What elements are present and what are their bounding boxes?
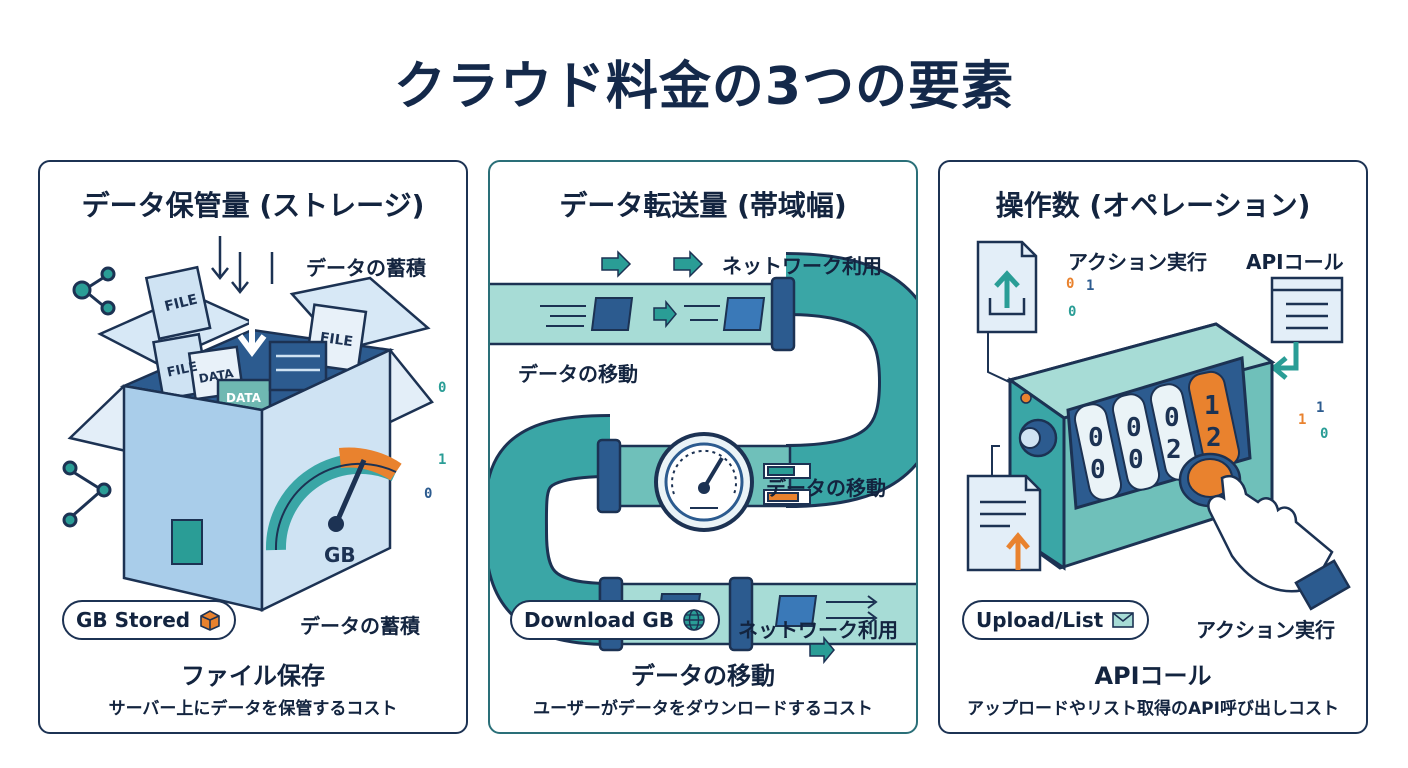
api-list-icon <box>1270 276 1344 344</box>
data-label: DATA <box>198 366 235 386</box>
storage-label-bottom: データの蓄積 <box>300 614 420 638</box>
transfer-label-top: ネットワーク利用 <box>722 254 882 278</box>
transfer-heading: データ転送量 (帯域幅) <box>559 189 847 222</box>
pill-label: GB Stored <box>76 608 191 632</box>
bit: 0 <box>438 380 446 396</box>
transfer-subcaption: ユーザーがデータをダウンロードするコスト <box>533 699 873 719</box>
bit: 1 <box>438 452 446 468</box>
transfer-label-mid2: データの移動 <box>766 476 886 500</box>
storage-label-top: データの蓄積 <box>306 256 426 280</box>
counter-machine-illustration: 0 0 0 1 0 0 2 2 0 1 <box>966 240 1351 611</box>
operations-subcaption: アップロードやリスト取得のAPI呼び出しコスト <box>967 699 1339 719</box>
operations-label-top-left: アクション実行 <box>1068 250 1207 274</box>
counter-digit: 0 <box>1164 403 1180 433</box>
bit: 1 <box>1298 412 1306 428</box>
storage-box-illustration: FILE FILE FILE DATA DATA GB 0 1 0 <box>62 236 446 612</box>
gb-stored-badge: GB Stored <box>62 600 237 640</box>
share-nodes-icon <box>72 266 116 316</box>
arrow-right-icon <box>601 250 704 278</box>
upload-list-badge: Upload/List <box>962 600 1150 640</box>
file-label: FILE <box>166 360 199 381</box>
globe-icon <box>683 609 705 631</box>
operations-label-bottom: アクション実行 <box>1196 618 1335 642</box>
upload-document-icon <box>966 474 1042 572</box>
operations-panel: 操作数 (オペレーション) 0 <box>938 160 1368 734</box>
gauge-unit: GB <box>324 543 356 567</box>
bandwidth-gauge <box>654 432 754 532</box>
bit: 0 <box>1066 276 1074 292</box>
storage-caption: ファイル保存 <box>181 662 325 690</box>
transfer-panel: データ転送量 (帯域幅) <box>488 160 918 734</box>
data-label: DATA <box>226 391 262 405</box>
storage-heading: データ保管量 (ストレージ) <box>81 189 425 222</box>
file-label: FILE <box>319 330 354 350</box>
operations-caption: APIコール <box>1094 662 1212 690</box>
storage-panel: データ保管量 (ストレージ) <box>38 160 468 734</box>
share-nodes-icon <box>62 460 112 528</box>
operations-label-top-right: APIコール <box>1246 250 1344 274</box>
transfer-caption: データの移動 <box>631 662 775 690</box>
counter-digit: 1 <box>1204 391 1220 421</box>
bit: 0 <box>1068 304 1076 320</box>
bit: 0 <box>1320 426 1328 442</box>
bit: 1 <box>1086 278 1094 294</box>
transfer-label-bottom: ネットワーク利用 <box>738 618 898 642</box>
box-icon <box>200 610 220 631</box>
storage-subcaption: サーバー上にデータを保管するコスト <box>108 699 398 719</box>
down-arrows-icon <box>211 236 274 295</box>
counter-digit: 0 <box>1090 455 1106 485</box>
counter-digit: 2 <box>1166 435 1182 465</box>
operations-heading: 操作数 (オペレーション) <box>995 189 1311 222</box>
transfer-label-mid1: データの移動 <box>518 362 638 386</box>
bit: 1 <box>1316 400 1324 416</box>
bit: 0 <box>424 486 432 502</box>
page-title: クラウド料金の3つの要素 <box>393 57 1015 117</box>
upload-document-icon <box>976 240 1038 334</box>
pill-label: Download GB <box>524 608 675 632</box>
counter-digit: 2 <box>1206 423 1222 453</box>
file-label: FILE <box>163 292 199 316</box>
mail-icon <box>1112 612 1135 628</box>
download-gb-badge: Download GB <box>510 600 721 640</box>
gb-gauge: GB <box>265 447 402 567</box>
counter-digit: 0 <box>1128 445 1144 475</box>
pill-label: Upload/List <box>976 608 1104 632</box>
counter-digit: 0 <box>1088 423 1104 453</box>
counter-digit: 0 <box>1126 413 1142 443</box>
